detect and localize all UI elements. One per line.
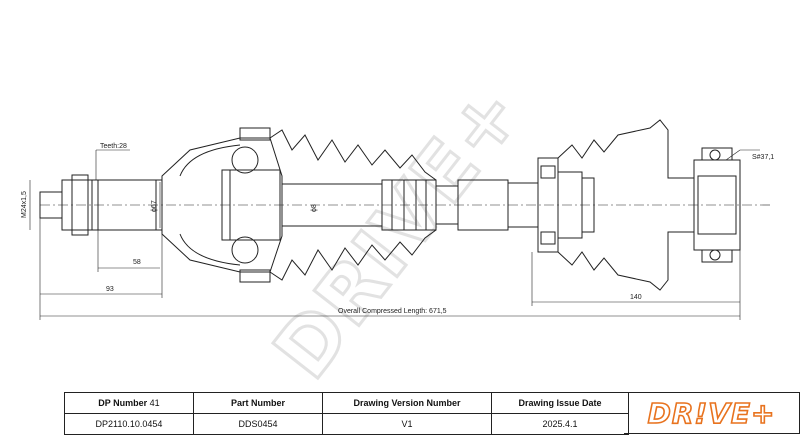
outer-cv-joint: [161, 127, 283, 283]
title-block-table: DP Number 41 Part Number Drawing Version…: [64, 392, 629, 435]
issue-date-value: 2025.4.1: [491, 413, 629, 435]
drawing-version-value: V1: [322, 413, 492, 435]
brand-logo: DR!VE+: [624, 392, 800, 434]
overall-length-label: Overall Compressed Length: 671,5: [338, 308, 447, 315]
dimension-lines: [29, 149, 760, 320]
drawing-version-header: Drawing Version Number: [322, 392, 492, 414]
part-number-header: Part Number: [193, 392, 323, 414]
shaft: [281, 179, 539, 231]
brand-logo-text: DR!VE+: [647, 396, 776, 431]
dim-58: 58: [133, 259, 141, 266]
dp-number-value: DP2110.10.0454: [64, 413, 194, 435]
teeth-label: Teeth:28: [100, 143, 127, 150]
shaft-diameter-label: ϕ8: [311, 204, 318, 212]
issue-date-header: Drawing Issue Date: [491, 392, 629, 414]
inner-joint: [537, 119, 741, 291]
dp-number-header: DP Number 41: [64, 392, 194, 414]
thread-label: M24x1,5: [21, 191, 28, 218]
outer-boot: [269, 129, 437, 281]
part-number-value: DDS0454: [193, 413, 323, 435]
dim-93: 93: [106, 286, 114, 293]
title-block: DP Number 41 Part Number Drawing Version…: [64, 392, 800, 435]
spline-label: S#37,1: [752, 154, 774, 161]
driveshaft-drawing: DRIVE+: [21, 67, 774, 385]
outer-diameter-label: ϕ67: [151, 200, 158, 212]
watermark: DRIVE+: [257, 68, 540, 385]
dim-140: 140: [630, 294, 642, 301]
